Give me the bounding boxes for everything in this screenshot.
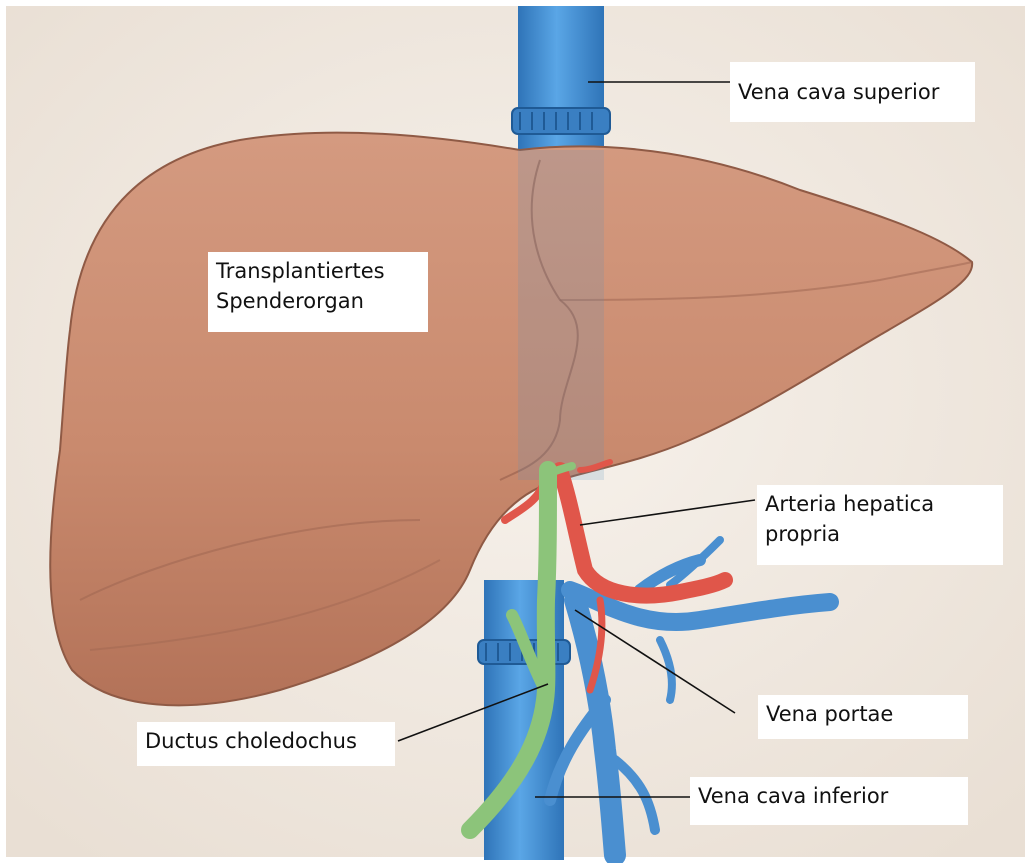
label-ductus-choledochus: Ductus choledochus (137, 722, 395, 766)
label-transplantiertes-spenderorgan: Transplantiertes Spenderorgan (208, 252, 428, 332)
label-vena-portae: Vena portae (758, 695, 968, 739)
label-vena-cava-superior: Vena cava superior (730, 62, 975, 122)
label-vena-cava-inferior: Vena cava inferior (690, 777, 968, 825)
upper-anastomosis-cuff (512, 108, 610, 134)
label-arteria-hepatica-propria: Arteria hepatica propria (757, 485, 1003, 565)
